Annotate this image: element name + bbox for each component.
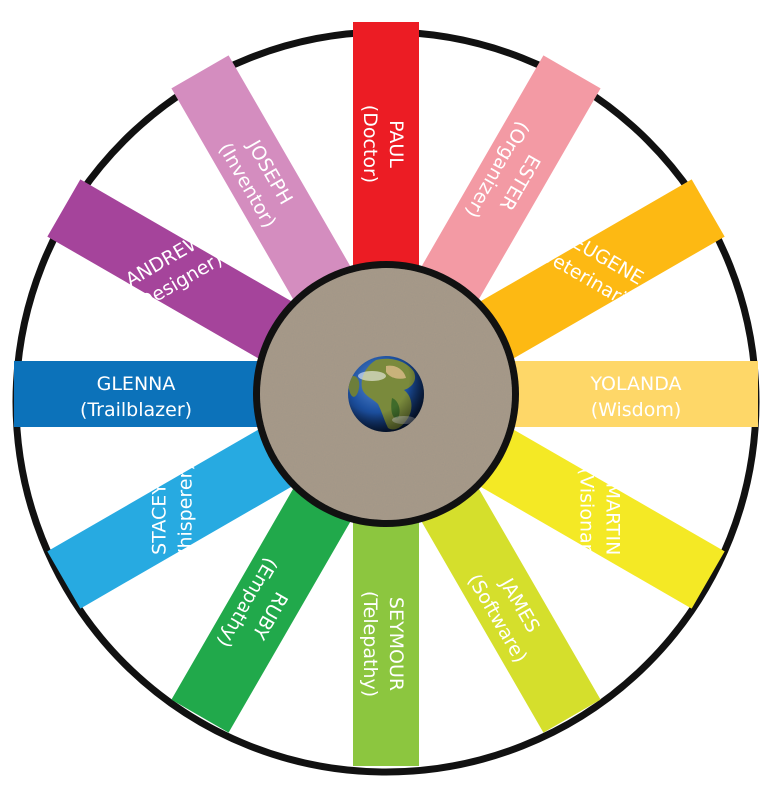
person-role: (Trailblazer) [80,399,192,421]
person-name: SEYMOUR [385,597,407,691]
person-name: MARTIN [602,483,624,556]
spoke-bar [473,425,725,609]
spoke-bar [47,179,299,363]
spoke-label: SEYMOUR(Telepathy) [359,591,407,697]
spoke-paul: PAUL(Doctor) [353,22,419,274]
spoke-bar [14,361,266,427]
spoke-stacey: STACEY(Whisperer) [47,425,299,609]
person-name: GLENNA [97,373,176,395]
spoke-bar [353,514,419,766]
spoke-bar [473,179,725,363]
spoke-bar [171,55,355,307]
spoke-bar [47,425,299,609]
spoke-bar [417,55,601,307]
spoke-andrew: ANDREW(Designer) [47,179,299,363]
spoke-bar [171,481,355,733]
spoke-bar [417,481,601,733]
spoke-label: YOLANDA (Wisdom) [589,373,681,421]
spoke-label: MARTIN(Visionary) [576,468,624,570]
spoke-label: GLENNA (Trailblazer) [80,373,192,421]
spokes-group: PAUL(Doctor)ESTER(Organizer)EUGENE(Veter… [14,22,758,766]
spoke-bar [353,22,419,274]
spoke-glenna: GLENNA (Trailblazer) [14,361,266,427]
person-name: YOLANDA [589,373,681,395]
person-name: PAUL [385,120,407,168]
person-role: (Whisperer) [174,463,196,574]
person-role: (Doctor) [359,105,381,183]
person-name: STACEY [148,483,170,555]
spoke-yolanda: YOLANDA (Wisdom) [506,361,758,427]
spoke-label: STACEY(Whisperer) [148,463,196,574]
spoke-seymour: SEYMOUR(Telepathy) [353,514,419,766]
spoke-bar [506,361,758,427]
spoke-label: PAUL(Doctor) [359,105,407,183]
person-role: (Wisdom) [591,399,682,421]
earth-globe-icon [348,356,424,432]
spoke-eugene: EUGENE(Veterinarian) [473,179,725,363]
spoke-martin: MARTIN(Visionary) [473,425,725,609]
person-role: (Visionary) [576,468,598,570]
person-role: (Telepathy) [359,591,381,697]
